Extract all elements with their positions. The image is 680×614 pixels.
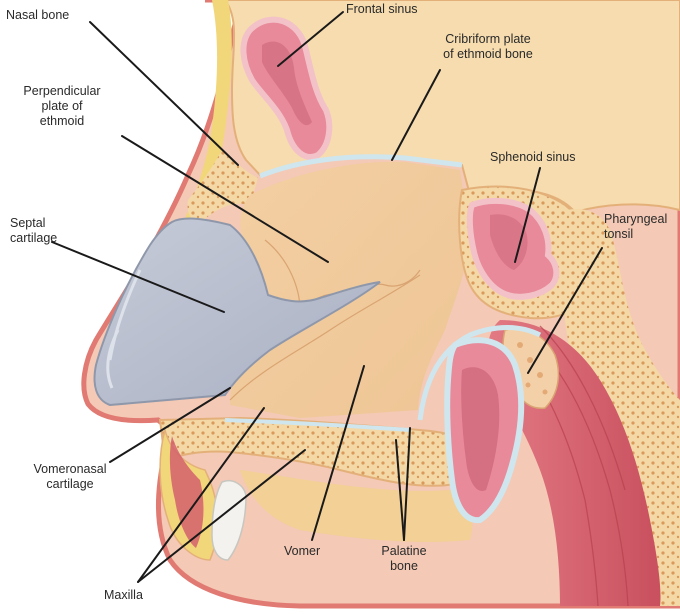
sphenoid-sinus-shape — [466, 197, 560, 300]
cribriform-plate-shape — [259, 154, 463, 179]
leader-sphenoid — [514, 167, 541, 263]
lip-muscle — [169, 436, 204, 548]
sphenoid-sinus-inner — [490, 214, 528, 270]
nasal-bone-shape — [187, 150, 258, 226]
frontal-sinus-shape — [240, 16, 333, 160]
septal-cartilage-shape — [93, 217, 381, 407]
label-vomer: Vomer — [284, 544, 321, 558]
oral-mucosa — [240, 470, 473, 542]
leader-frontal-sinus — [277, 11, 344, 67]
label-septal-cartilage: Septal cartilage — [10, 216, 58, 245]
leader-vomeronasal — [109, 387, 231, 463]
leader-nasal-bone — [89, 21, 239, 166]
leader-pharyngeal — [527, 247, 603, 374]
leader-maxilla-2 — [137, 449, 306, 583]
leader-lines — [51, 11, 603, 583]
posterior-bone — [560, 209, 680, 607]
frontal-sinus-inner — [262, 41, 312, 126]
cartilage-highlight — [106, 269, 142, 389]
label-vomeronasal-cartilage: Vomeronasal cartilage — [33, 462, 107, 491]
label-maxilla: Maxilla — [104, 588, 143, 602]
leader-palatine-1 — [395, 439, 405, 541]
label-sphenoid-sinus: Sphenoid sinus — [490, 150, 576, 164]
palate-top-line — [224, 418, 411, 432]
label-palatine-bone: Palatine bone — [381, 544, 427, 573]
soft-palate-inner — [461, 367, 500, 491]
vomer-suture — [229, 274, 421, 401]
leader-perpendicular — [121, 135, 329, 263]
nasopharynx-rim — [417, 325, 542, 421]
label-perpendicular-plate: Perpendicular plate of ethmoid — [23, 84, 101, 128]
leader-palatine-2 — [403, 427, 411, 541]
label-pharyngeal-tonsil: Pharyngeal tonsil — [604, 212, 668, 241]
incisor-tooth — [211, 480, 247, 561]
leader-cribriform — [391, 69, 441, 161]
leader-septal — [51, 241, 225, 313]
leader-maxilla-1 — [137, 407, 265, 583]
label-cribriform-plate: Cribriform plate of ethmoid bone — [443, 32, 533, 61]
label-frontal-sinus: Frontal sinus — [346, 2, 418, 16]
leader-vomer — [311, 365, 365, 541]
label-nasal-bone: Nasal bone — [6, 8, 70, 22]
